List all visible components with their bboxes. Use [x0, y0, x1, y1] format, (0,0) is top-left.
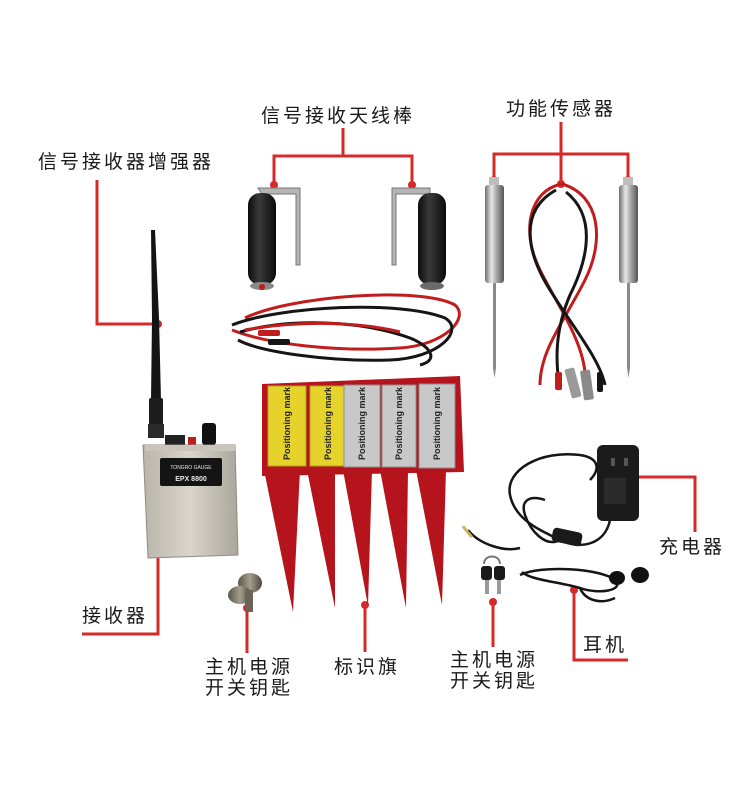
charger-adapter — [597, 445, 639, 521]
svg-text:Positioning mark: Positioning mark — [282, 386, 292, 460]
ferrite-bead — [551, 527, 583, 547]
label-power-key-right: 主机电源 开关钥匙 — [450, 650, 538, 692]
label-signal-booster: 信号接收器增强器 — [38, 151, 215, 173]
leader-lines — [82, 122, 697, 662]
flag-4: Positioning mark — [381, 384, 417, 468]
svg-text:Positioning mark: Positioning mark — [394, 386, 404, 460]
marker-flags: Positioning mark Positioning mark Positi… — [262, 376, 464, 612]
antenna-rod-left — [248, 187, 301, 290]
svg-text:Positioning mark: Positioning mark — [323, 386, 333, 460]
keys-left — [228, 573, 262, 612]
sensor-probe-left — [485, 177, 504, 378]
label-receiver: 接收器 — [82, 605, 149, 627]
label-function-sensor: 功能传感器 — [506, 98, 617, 120]
label-earphone: 耳机 — [583, 634, 628, 656]
label-power-key-left-line2: 开关钥匙 — [205, 677, 294, 699]
sensor-probe-right — [619, 177, 638, 378]
keys-right — [481, 555, 505, 594]
flag-3: Positioning mark — [343, 384, 381, 468]
booster-antenna — [148, 230, 164, 438]
antenna-rod-right — [391, 187, 446, 290]
flag-5: Positioning mark — [418, 383, 456, 469]
earbuds — [461, 525, 649, 585]
label-antenna-rods: 信号接收天线棒 — [261, 105, 416, 127]
device-brand-text: TONGRO GAUGE — [170, 465, 212, 471]
label-charger: 充电器 — [659, 536, 726, 558]
svg-text:Positioning mark: Positioning mark — [432, 386, 442, 460]
label-power-key-right-line2: 开关钥匙 — [450, 670, 539, 692]
svg-text:Positioning mark: Positioning mark — [357, 386, 367, 460]
label-power-key-left: 主机电源 开关钥匙 — [205, 657, 293, 699]
receiver-device: TONGRO GAUGE EPX 8800 — [142, 423, 239, 559]
earphones — [467, 529, 619, 603]
label-power-key-left-line1: 主机电源 — [205, 656, 294, 678]
alligator-clips — [258, 330, 290, 345]
label-marker-flag: 标识旗 — [334, 656, 401, 678]
test-lead-cables — [231, 293, 461, 367]
sensor-connectors — [555, 367, 603, 401]
label-power-key-right-line1: 主机电源 — [450, 649, 539, 671]
flag-2: Positioning mark — [309, 385, 347, 467]
flag-1: Positioning mark — [267, 385, 307, 467]
device-model-text: EPX 8800 — [175, 476, 207, 483]
sensor-cables — [528, 182, 607, 391]
